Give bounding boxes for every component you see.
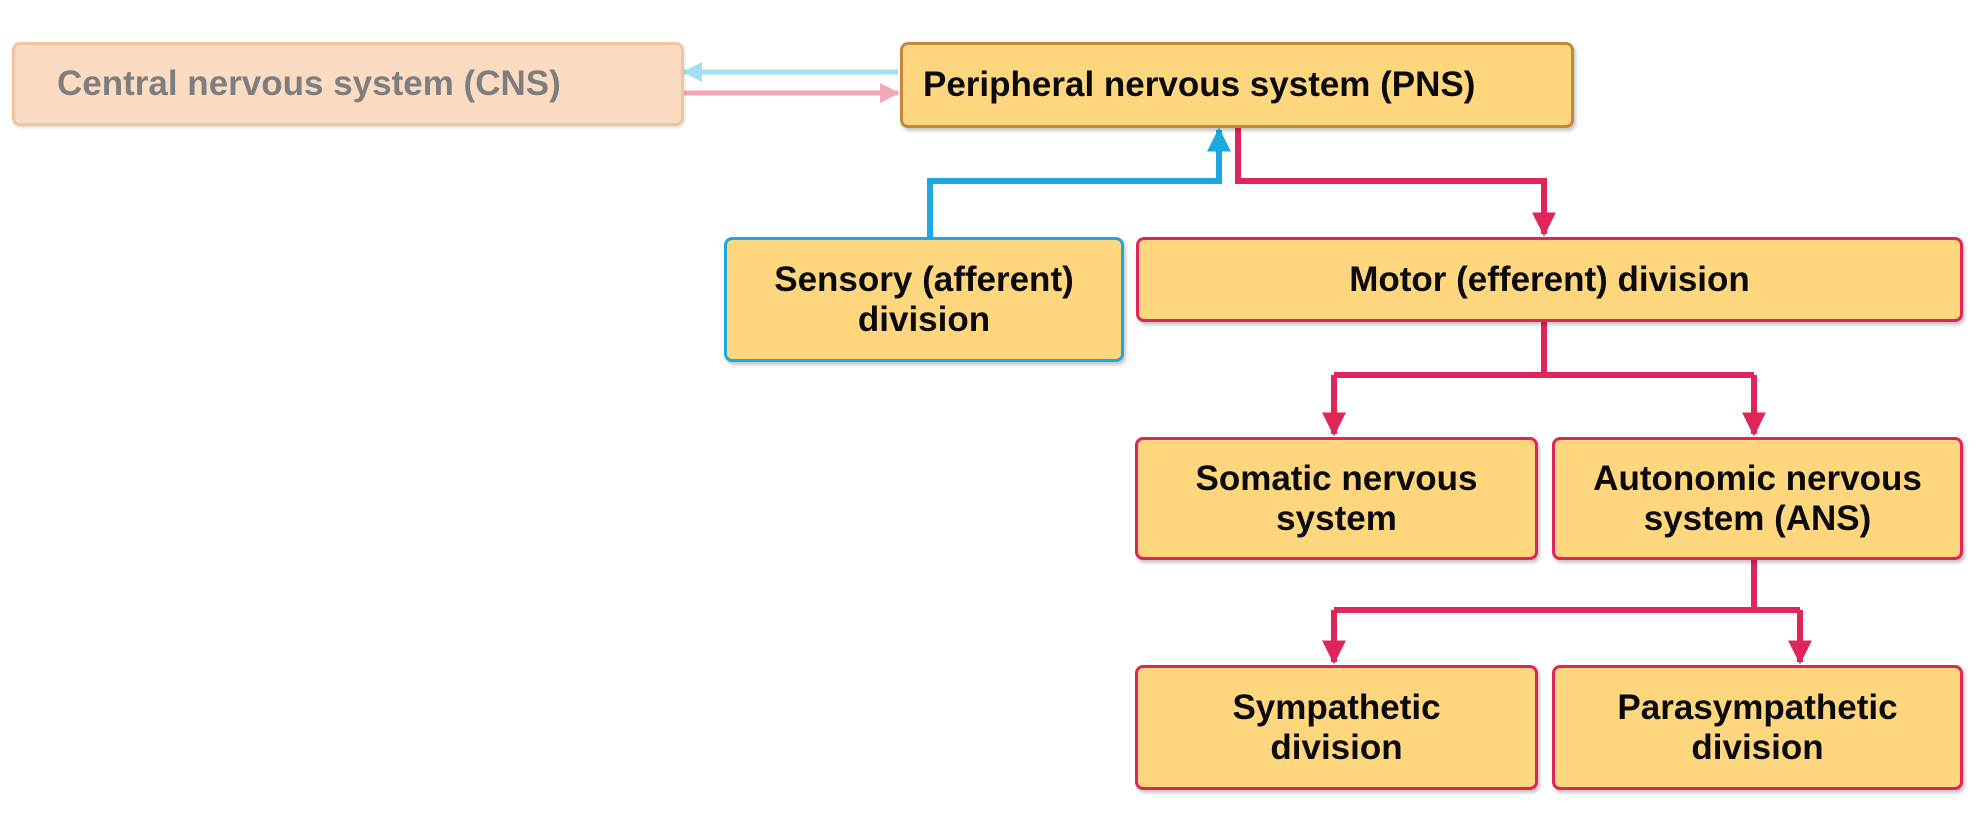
sympathetic-box: Sympathetic division [1135, 665, 1538, 790]
motor-label: Motor (efferent) division [1349, 259, 1750, 299]
sensory-label: Sensory (afferent) division [774, 259, 1074, 339]
pns-to-motor-arrow [1235, 128, 1556, 237]
motor-box: Motor (efferent) division [1136, 237, 1963, 322]
autonomic-box: Autonomic nervous system (ANS) [1552, 437, 1963, 560]
cns-box: Central nervous system (CNS) [12, 42, 684, 126]
pns-box: Peripheral nervous system (PNS) [900, 42, 1574, 128]
somatic-box: Somatic nervous system [1135, 437, 1538, 560]
parasympathetic-box: Parasympathetic division [1552, 665, 1963, 790]
pns-label: Peripheral nervous system (PNS) [923, 65, 1476, 104]
sympathetic-label: Sympathetic division [1232, 687, 1441, 767]
autonomic-branch-line [1334, 560, 1800, 613]
somatic-label: Somatic nervous system [1195, 458, 1478, 538]
motor-branch-line [1334, 322, 1754, 378]
autonomic-label: Autonomic nervous system (ANS) [1593, 458, 1922, 538]
cns-label: Central nervous system (CNS) [57, 64, 561, 103]
sensory-box: Sensory (afferent) division [724, 237, 1124, 362]
sensory-to-pns-arrow [927, 127, 1231, 237]
parasympathetic-label: Parasympathetic division [1617, 687, 1898, 767]
